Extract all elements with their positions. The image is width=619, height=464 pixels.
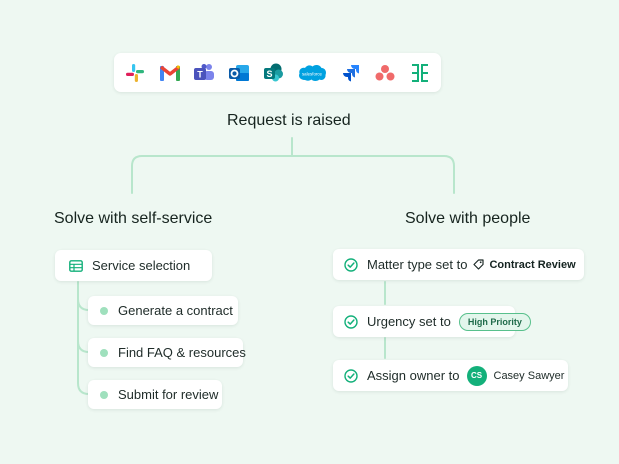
assign-owner-label: Assign owner to bbox=[367, 368, 460, 383]
asana-icon bbox=[374, 62, 396, 84]
owner-name: Casey Sawyer bbox=[493, 369, 565, 382]
bullet-dot bbox=[100, 390, 108, 399]
outlook-icon bbox=[228, 62, 250, 84]
integrations-bar: T S salesforce bbox=[114, 53, 441, 92]
matter-type-value: Contract Review bbox=[489, 258, 576, 271]
bracket-app-icon bbox=[409, 62, 431, 84]
sharepoint-icon: S bbox=[263, 62, 285, 84]
salesforce-icon: salesforce bbox=[297, 62, 327, 84]
option-submit-review[interactable]: Submit for review bbox=[88, 380, 222, 409]
avatar: CS bbox=[466, 365, 487, 386]
option-label: Find FAQ & resources bbox=[118, 345, 246, 360]
service-selection-card[interactable]: Service selection bbox=[55, 250, 212, 281]
bullet-dot bbox=[100, 306, 108, 315]
table-icon bbox=[69, 259, 83, 272]
tag-icon bbox=[473, 259, 485, 270]
option-label: Submit for review bbox=[118, 387, 219, 402]
bullet-dot bbox=[100, 348, 108, 357]
option-find-faq[interactable]: Find FAQ & resources bbox=[88, 338, 246, 367]
svg-text:T: T bbox=[198, 69, 204, 79]
self-service-heading: Solve with self-service bbox=[54, 210, 213, 227]
high-priority-badge: High Priority bbox=[458, 312, 531, 331]
people-heading: Solve with people bbox=[405, 210, 531, 227]
option-label: Generate a contract bbox=[118, 303, 233, 318]
urgency-label: Urgency set to bbox=[367, 314, 451, 329]
matter-type-label: Matter type set to bbox=[367, 257, 468, 272]
check-circle-icon bbox=[344, 368, 358, 383]
assign-owner-card: Assign owner to CS Casey Sawyer bbox=[333, 360, 568, 391]
teams-icon: T bbox=[193, 62, 215, 84]
option-generate-contract[interactable]: Generate a contract bbox=[88, 296, 238, 325]
matter-type-card: Matter type set to Contract Review bbox=[333, 249, 584, 280]
check-circle-icon bbox=[344, 257, 358, 272]
service-selection-label: Service selection bbox=[92, 258, 191, 273]
check-circle-icon bbox=[344, 314, 358, 329]
salesforce-wordmark: salesforce bbox=[302, 71, 323, 76]
gmail-icon bbox=[159, 62, 181, 84]
request-raised-label: Request is raised bbox=[227, 112, 351, 129]
slack-icon bbox=[124, 62, 146, 84]
urgency-card: Urgency set to High Priority bbox=[333, 306, 531, 337]
svg-text:S: S bbox=[266, 69, 272, 79]
jira-icon bbox=[340, 62, 362, 84]
